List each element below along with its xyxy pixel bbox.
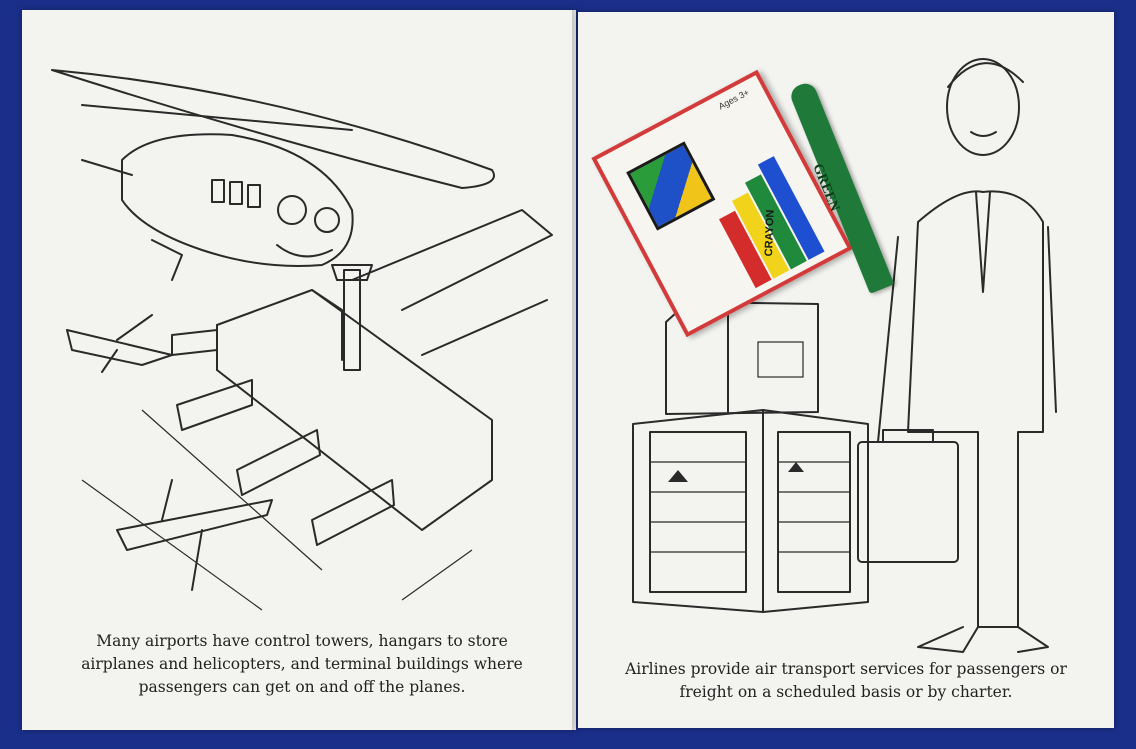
crayon-label: CRAYON xyxy=(762,209,777,257)
crayon-box-age-label: Ages 3+ xyxy=(716,87,751,112)
airplane-top xyxy=(66,329,173,366)
up-arrow-icon xyxy=(668,470,688,482)
rotor-blade xyxy=(51,69,495,189)
up-arrow-icon xyxy=(788,462,804,472)
airplane-bottom xyxy=(116,499,273,551)
left-page: Many airports have control towers, hanga… xyxy=(22,10,576,730)
crayon-box-logo xyxy=(626,141,716,231)
man-head xyxy=(946,58,1020,156)
terminal-building xyxy=(216,289,493,531)
man-suit xyxy=(907,190,1044,628)
left-caption: Many airports have control towers, hanga… xyxy=(81,632,523,696)
freight-illustration xyxy=(632,58,1057,653)
wooden-crate-left xyxy=(632,409,764,613)
right-page: Ages 3+ CRAYON GREEN Airlines provide ai… xyxy=(578,12,1114,728)
book-spine xyxy=(572,10,582,730)
briefcase xyxy=(857,441,959,563)
right-caption: Airlines provide air transport services … xyxy=(625,660,1067,701)
helicopter-body xyxy=(121,133,354,267)
airport-illustration xyxy=(51,69,553,611)
